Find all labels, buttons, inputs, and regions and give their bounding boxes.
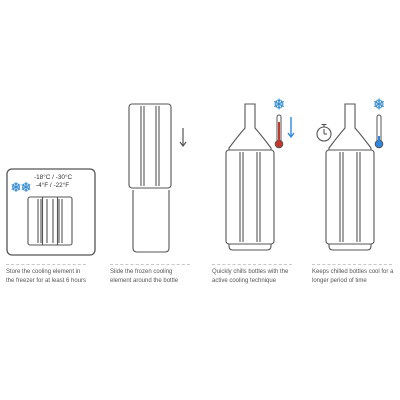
freezer-temp-celsius: -18°C / -30°C [34,173,73,181]
divider-line [110,264,190,265]
freezer-temp-fahrenheit: -4°F / -22°F [36,181,69,189]
thermometer-cold-icon [374,114,384,149]
down-arrow-icon [287,117,295,139]
freezer-illustration: -18°C / -30°C -4°F / -22°F [6,168,96,256]
snowflake-icon [274,98,284,110]
snowflake-icon [374,98,384,110]
slide-illustration [128,103,172,253]
stopwatch-icon [316,123,332,142]
step-1-caption: Store the cooling element in the freezer… [6,269,87,284]
divider-line [312,264,392,265]
divider-line [212,264,292,265]
step-3-caption: Quickly chills bottles with the active c… [212,269,289,284]
cooling-element-folded [27,196,73,246]
divider-line [6,264,86,265]
down-arrow-icon [179,128,187,147]
step-2-caption: Slide the frozen cooling element around … [110,269,179,284]
bottle-cooling-illustration [225,103,275,251]
step-4-caption: Keeps chilled bottles cool for a longer … [312,269,394,284]
bottle-chilled-illustration [325,103,375,251]
thermometer-hot-icon [274,114,284,149]
